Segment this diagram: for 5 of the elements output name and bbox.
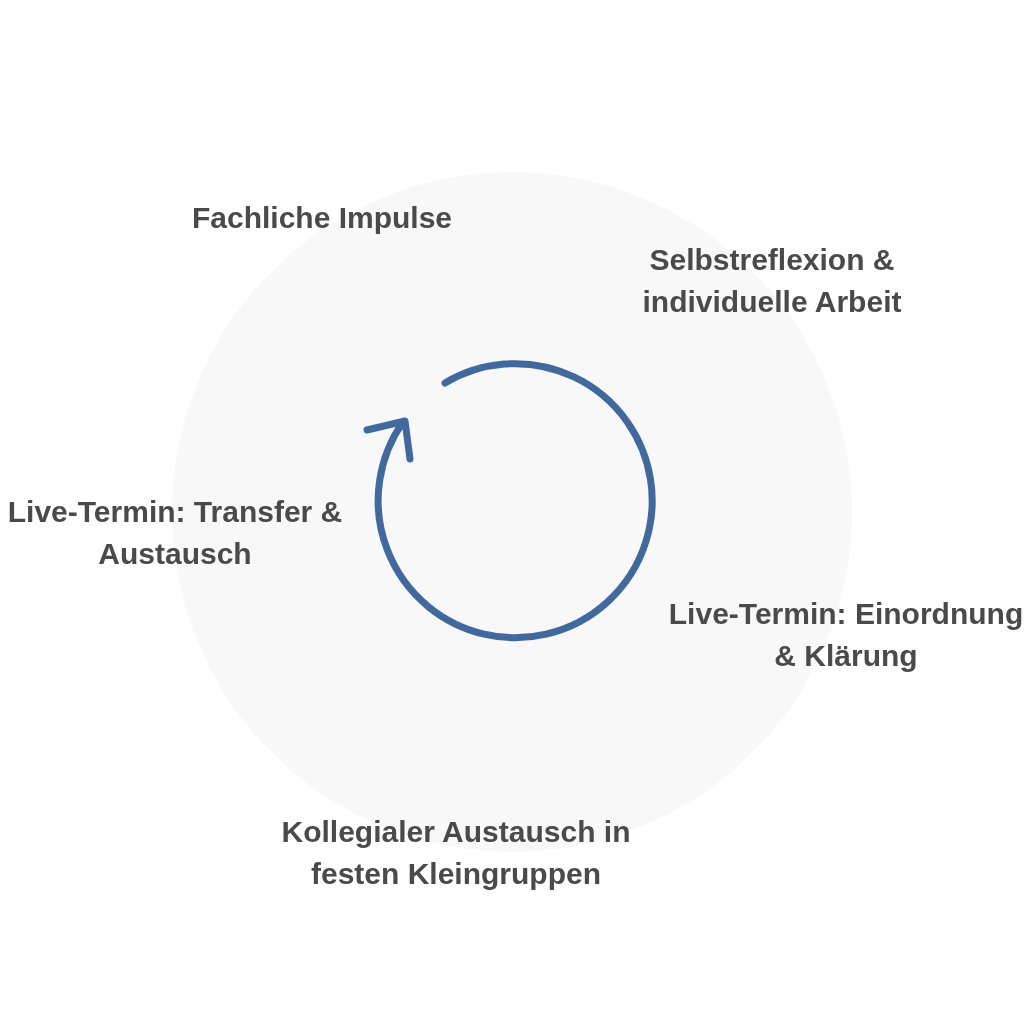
step-label: Selbstreflexion & individuelle Arbeit <box>592 239 952 323</box>
step-label: Kollegialer Austausch in festen Kleingruppen <box>266 811 646 895</box>
step-label: Fachliche Impulse <box>122 197 522 239</box>
step-label: Live-Termin: Einordnung & Klärung <box>666 593 1024 677</box>
step-label: Live-Termin: Transfer & Austausch <box>5 491 345 575</box>
